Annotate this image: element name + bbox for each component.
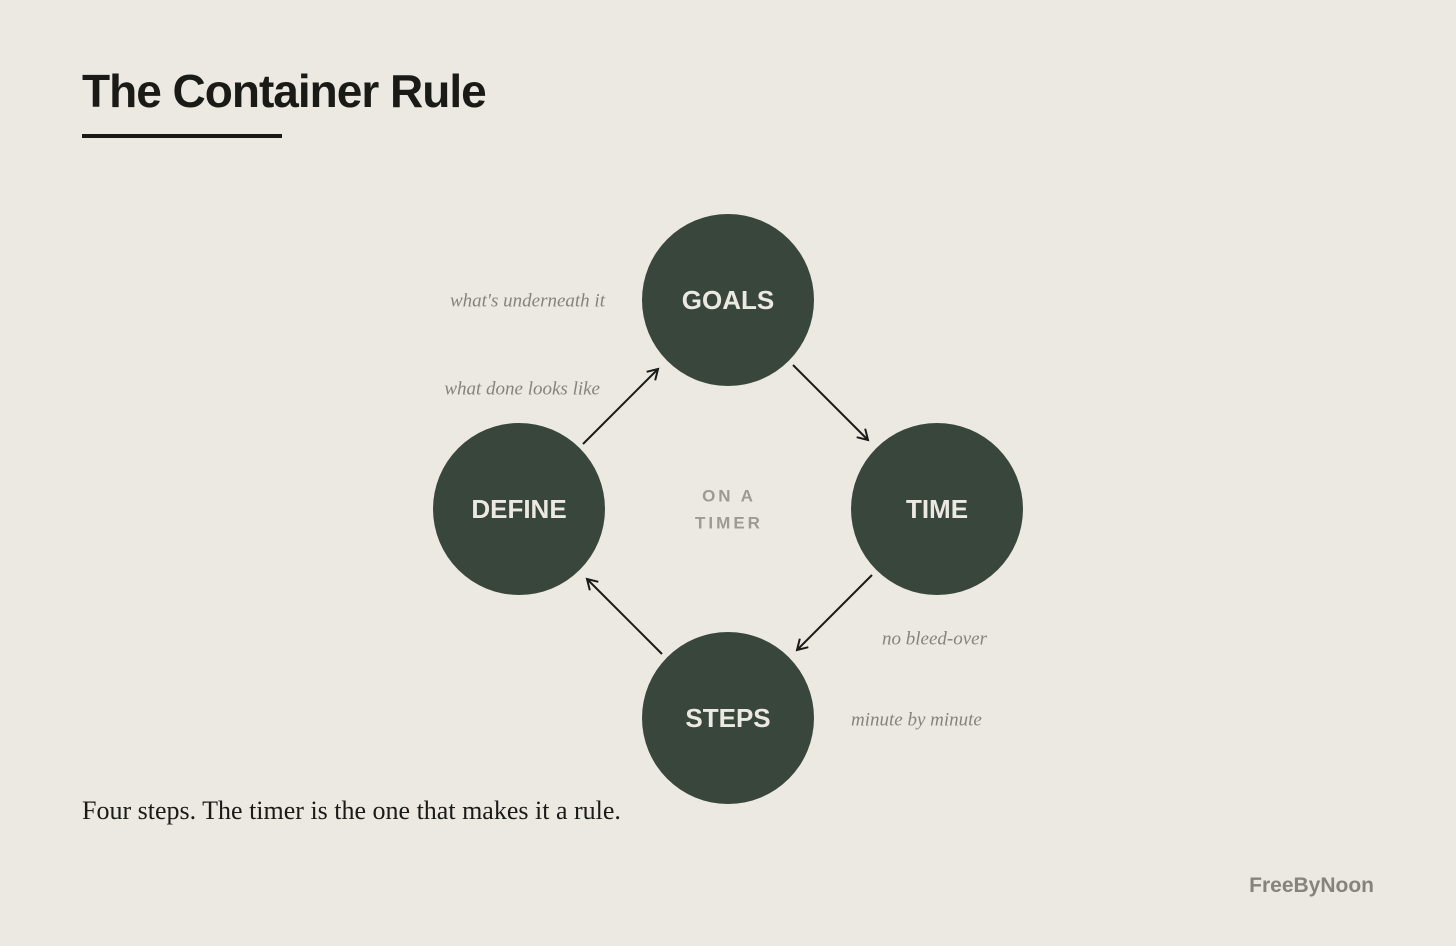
- annotation-steps: minute by minute: [851, 710, 982, 731]
- arrow-steps-to-define: [585, 577, 663, 655]
- node-steps-circle: [642, 632, 814, 804]
- title-underline: [82, 134, 282, 138]
- node-goals-label: GOALS: [682, 285, 774, 315]
- node-define-label: DEFINE: [471, 494, 566, 524]
- annotation-time: no bleed-over: [882, 629, 988, 650]
- arrow-goals-to-time: [792, 364, 870, 442]
- node-goals-circle: [642, 214, 814, 386]
- node-time-circle: [851, 423, 1023, 595]
- caption: Four steps. The timer is the one that ma…: [82, 796, 621, 825]
- node-define-circle: [433, 423, 605, 595]
- node-time-label: TIME: [906, 494, 968, 524]
- brand-signature: FreeByNoon: [1249, 874, 1374, 897]
- arrow-define-to-goals: [582, 367, 660, 445]
- annotation-goals: what's underneath it: [450, 291, 606, 312]
- node-steps: STEPS: [642, 632, 814, 804]
- node-define: DEFINE: [433, 423, 605, 595]
- arrow-time-to-steps: [795, 574, 873, 652]
- annotation-define: what done looks like: [444, 379, 600, 400]
- center-label-line-2: TIMER: [695, 514, 763, 533]
- page-title: The Container Rule: [82, 65, 487, 117]
- node-steps-label: STEPS: [685, 703, 770, 733]
- node-time: TIME: [851, 423, 1023, 595]
- center-label-line-1: ON A: [702, 487, 756, 506]
- node-goals: GOALS: [642, 214, 814, 386]
